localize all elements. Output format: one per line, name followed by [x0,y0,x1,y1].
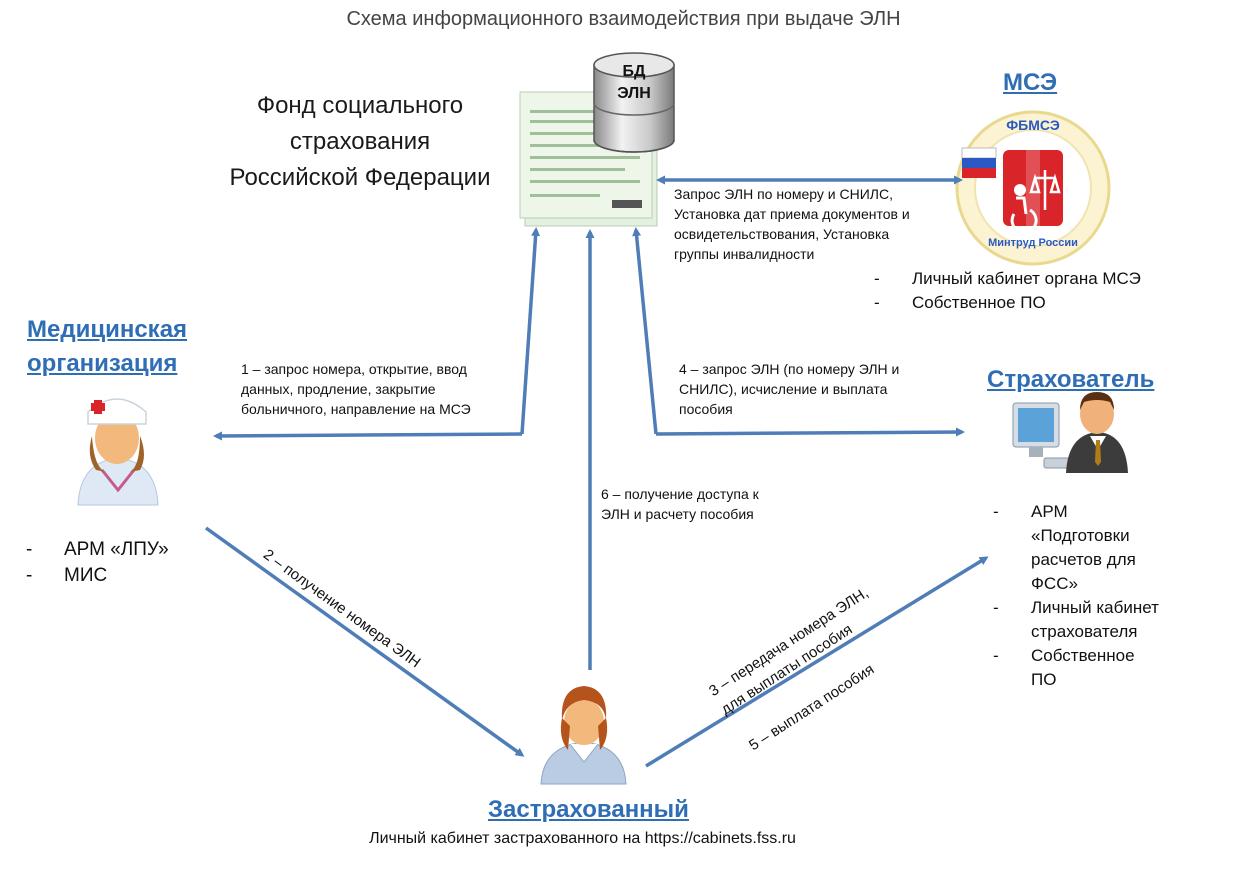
fss-name: Фонд социального страхования Российской … [190,88,530,196]
mse-logo-text-top: ФБМСЭ [1006,117,1060,133]
insured-flow-note: 6 – получение доступа к ЭЛН и расчету по… [601,484,759,524]
mse-system-item: Личный кабинет органа МСЭ [874,267,1141,291]
mse-flow-note-line-4: группы инвалидности [674,246,815,262]
insurer-flow-note-line-1: 4 – запрос ЭЛН (по номеру ЭЛН и [679,361,900,377]
medical-org-title[interactable]: Медицинская организация [27,313,187,381]
fss-name-line-1: Фонд социального [256,92,464,119]
db-label-2: ЭЛН [617,85,651,102]
insured-cabinet-note: Личный кабинет застрахованного на https:… [369,830,796,847]
insurer-flow-note-line-3: пособия [679,401,733,417]
arrow-fss-to-medical [520,227,541,435]
insured-flow-note-line-1: 6 – получение доступа к [601,486,759,502]
insurer-system-item: Собственное ПО [993,644,1163,692]
arrow-medical-to-insured [204,526,525,757]
page-title: Схема информационного взаимодействия при… [346,8,901,30]
insured-woman-icon [540,686,627,785]
insurer-flow-note: 4 – запрос ЭЛН (по номеру ЭЛН и СНИЛС), … [679,359,899,419]
employer-computer-icon [1012,392,1128,473]
medical-system-item: АРМ «ЛПУ» [26,537,169,563]
insurer-title[interactable]: Страхователь [987,366,1155,393]
insurer-system-item: Личный кабинет страхователя [993,596,1163,644]
database-icon: БД ЭЛН [593,52,675,153]
nurse-icon [77,398,159,506]
flow-arrows [204,175,989,768]
insured-title[interactable]: Застрахованный [488,796,689,823]
fss-name-line-2: страхования [289,128,431,155]
mse-logo-icon: ФБМСЭ Минтруд России [955,110,1111,266]
medical-org-title-line-1: Медицинская [27,316,188,343]
insured-flow-note-line-2: ЭЛН и расчету пособия [601,506,754,522]
mse-flow-note-line-2: Установка дат приема документов и [674,206,910,222]
mse-title[interactable]: МСЭ [1003,69,1058,96]
medical-flow-note-line-3: больничного, направление на МСЭ [241,401,471,417]
insurer-system-item: АРМ «Подготовки расчетов для ФСС» [993,500,1163,596]
eln-document-icon [519,91,658,227]
arrow-medical-return [213,431,523,441]
mse-flow-note-line-1: Запрос ЭЛН по номеру и СНИЛС, [674,186,893,202]
arrow-insurer-to-fss [632,227,658,435]
mse-system-item: Собственное ПО [874,291,1141,315]
fss-name-line-3: Российской Федерации [229,164,491,191]
medical-flow-note-line-1: 1 – запрос номера, открытие, ввод [241,361,467,377]
medical-flow-note: 1 – запрос номера, открытие, ввод данных… [241,359,471,419]
insurer-flow-note-line-2: СНИЛС), исчисление и выплата [679,381,888,397]
mse-flow-note: Запрос ЭЛН по номеру и СНИЛС, Установка … [674,184,910,264]
mse-logo-text-bottom: Минтруд России [988,237,1078,249]
medical-flow-note-line-2: данных, продление, закрытие [241,381,436,397]
arrow-insured-to-insurer [645,556,989,768]
arrow-fss-to-insurer [655,427,965,437]
mse-flow-note-line-3: освидетельствования, Установка [674,226,890,242]
mse-system-list: Личный кабинет органа МСЭ Собственное ПО [874,267,1141,315]
insurer-system-list: АРМ «Подготовки расчетов для ФСС» Личный… [993,500,1163,692]
medical-system-item: МИС [26,563,169,589]
db-label-1: БД [623,63,647,80]
medical-org-title-line-2: организация [27,350,178,377]
medical-system-list: АРМ «ЛПУ» МИС [26,537,169,589]
